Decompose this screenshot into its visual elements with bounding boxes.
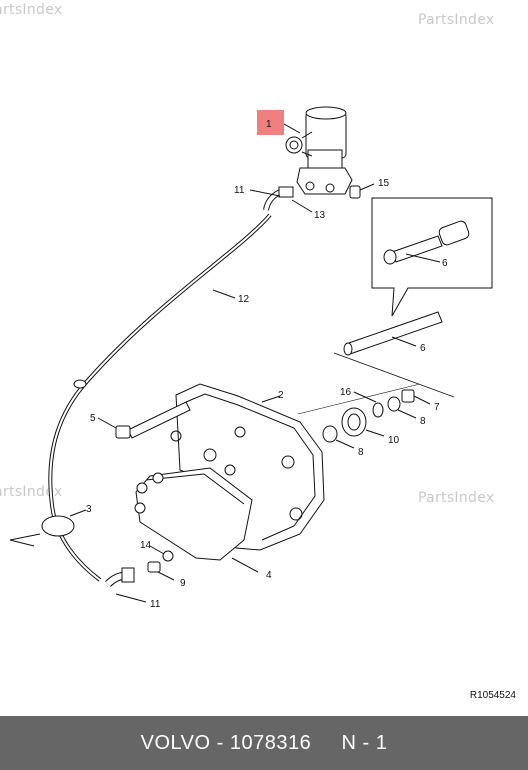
- exploded-parts-diagram: 1 11 13 15 6 12 6 2 16 7 5 8 10 8 3 14 4…: [9, 106, 493, 610]
- nipple-part-9[interactable]: [147, 561, 175, 581]
- nut-part-7[interactable]: [401, 389, 431, 405]
- ring-part-16[interactable]: [353, 391, 384, 418]
- callout-5[interactable]: 5: [90, 413, 96, 424]
- callout-4[interactable]: 4: [266, 570, 272, 581]
- callout-15[interactable]: 15: [378, 178, 390, 189]
- seal-ring-part-8-right[interactable]: [387, 396, 417, 419]
- solenoid-valve-part[interactable]: [283, 106, 353, 195]
- hose-clamp[interactable]: [73, 379, 87, 389]
- bolt-part-5[interactable]: [97, 401, 191, 439]
- callout-12[interactable]: 12: [238, 294, 250, 305]
- callout-10[interactable]: 10: [388, 435, 400, 446]
- pin-part-6-detail[interactable]: [383, 220, 470, 265]
- cover-part-4[interactable]: [134, 467, 259, 573]
- pin-part-6[interactable]: [333, 311, 455, 398]
- callout-13[interactable]: 13: [314, 210, 326, 221]
- callout-6[interactable]: 6: [420, 343, 426, 354]
- footer-brand: VOLVO: [140, 731, 211, 754]
- watermark-top-left: PartsIndex: [0, 2, 63, 18]
- callout-14[interactable]: 14: [140, 540, 152, 551]
- elbow-connector-bottom[interactable]: [105, 567, 147, 603]
- callout-11-bottom[interactable]: 11: [150, 599, 161, 610]
- footer-bar: VOLVO - 1078316 N - 1: [0, 716, 528, 770]
- callout-1[interactable]: 1: [266, 119, 272, 130]
- callout-2[interactable]: 2: [278, 390, 284, 401]
- bearing-part-10[interactable]: [341, 407, 385, 437]
- watermark-mid-left: PartsIndex: [0, 484, 63, 500]
- callout-8-right[interactable]: 8: [420, 416, 426, 427]
- watermark-mid-right: PartsIndex: [418, 490, 495, 506]
- elbow-connector-top[interactable]: [249, 186, 313, 213]
- washer-part-14[interactable]: [149, 545, 174, 562]
- callout-7[interactable]: 7: [434, 402, 440, 413]
- footer-separator: -: [210, 731, 230, 754]
- cap-part-15[interactable]: [349, 183, 375, 199]
- watermark-top-right: PartsIndex: [418, 12, 495, 28]
- callout-9[interactable]: 9: [180, 578, 186, 589]
- callout-8-left[interactable]: 8: [358, 447, 364, 458]
- footer-page: N - 1: [341, 731, 388, 754]
- inset-box-part-6: [371, 197, 493, 317]
- callout-3[interactable]: 3: [86, 504, 92, 515]
- callout-11-top[interactable]: 11: [234, 185, 245, 196]
- callout-1-highlight[interactable]: [257, 110, 284, 135]
- clamp-part-3[interactable]: [9, 509, 87, 547]
- footer-gap: [311, 732, 341, 755]
- footer-part-number: 1078316: [229, 731, 312, 754]
- seal-ring-part-8-left[interactable]: [322, 425, 355, 449]
- callout-16[interactable]: 16: [340, 387, 352, 398]
- callout-6-inset[interactable]: 6: [442, 258, 448, 269]
- reference-code: R1054524: [469, 690, 516, 701]
